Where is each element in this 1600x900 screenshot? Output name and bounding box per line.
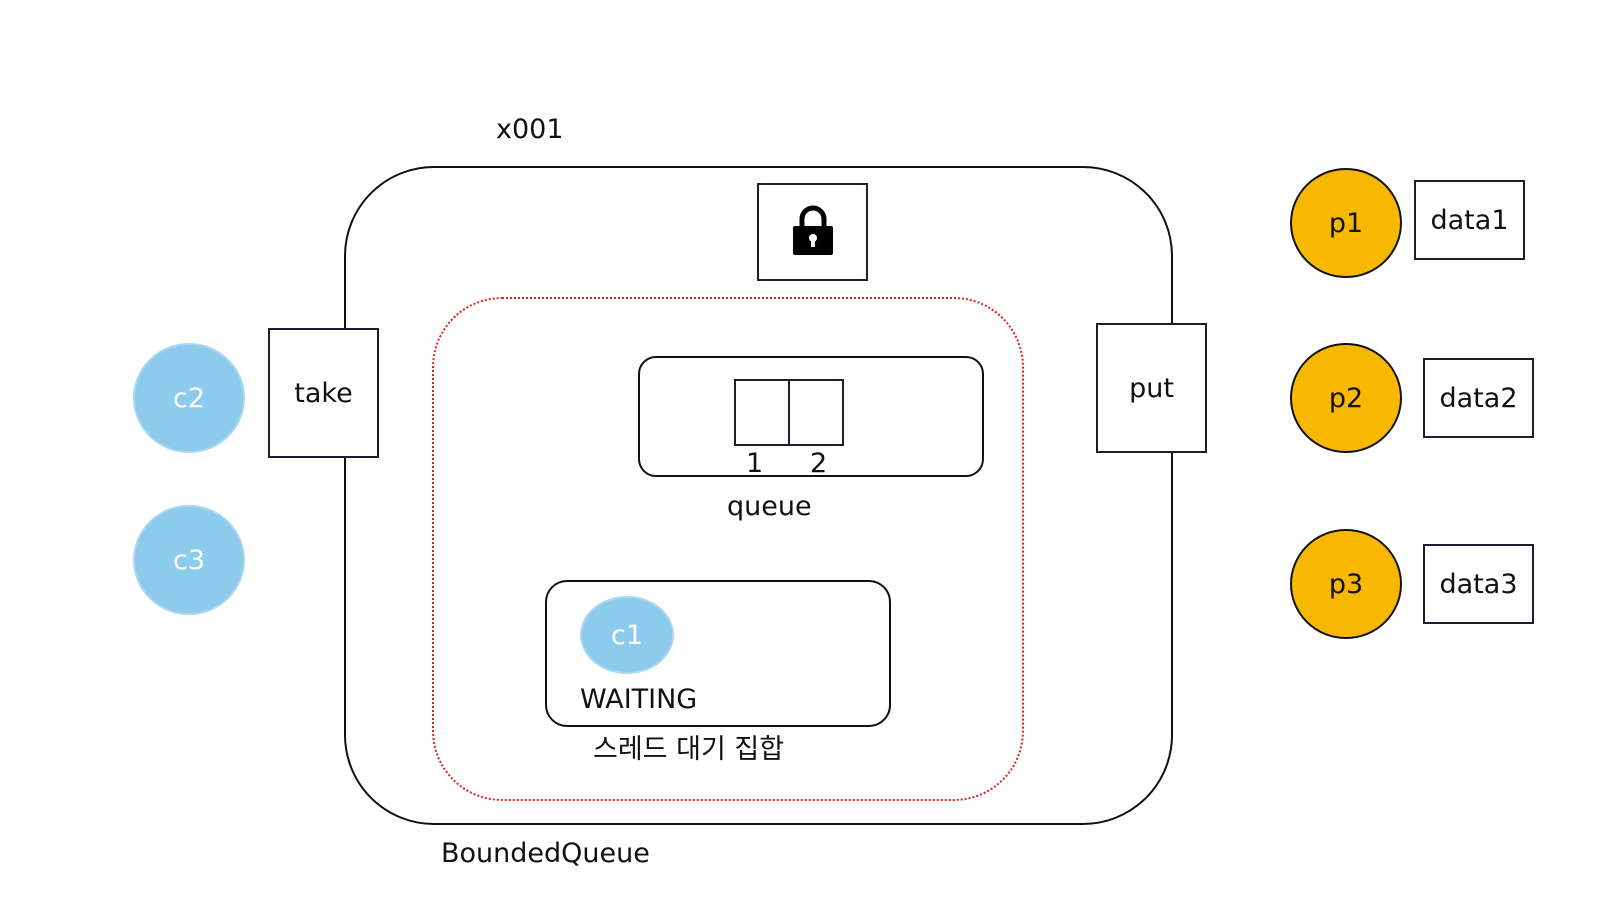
queue-container bbox=[638, 356, 984, 477]
thread-name: c2 bbox=[172, 382, 206, 414]
wait-set-label: 스레드 대기 집합 bbox=[593, 734, 785, 765]
take-method-label: take bbox=[294, 377, 353, 409]
data-box: data2 bbox=[1423, 358, 1534, 438]
data-box: data3 bbox=[1423, 544, 1534, 624]
bounded-queue-object bbox=[344, 166, 1173, 825]
thread-name: c1 bbox=[610, 619, 644, 651]
thread-state-label: WAITING bbox=[580, 684, 698, 715]
producer-thread: p2 bbox=[1290, 343, 1402, 453]
thread-name: p1 bbox=[1328, 207, 1364, 239]
lock-icon bbox=[791, 203, 835, 261]
take-method-box: take bbox=[268, 328, 379, 458]
data-label: data3 bbox=[1439, 568, 1518, 600]
queue-label: queue bbox=[727, 491, 812, 522]
waiting-consumer-c1: c1 bbox=[580, 596, 674, 674]
thread-name: p3 bbox=[1328, 568, 1364, 600]
queue-slot-index: 1 bbox=[746, 448, 764, 479]
object-name-label: BoundedQueue bbox=[441, 838, 650, 869]
producer-thread: p1 bbox=[1290, 168, 1402, 278]
put-method-label: put bbox=[1129, 372, 1174, 404]
data-label: data1 bbox=[1430, 204, 1509, 236]
data-label: data2 bbox=[1439, 382, 1518, 414]
data-box: data1 bbox=[1414, 180, 1525, 260]
put-method-box: put bbox=[1096, 323, 1207, 453]
producer-thread: p3 bbox=[1290, 529, 1402, 639]
consumer-thread: c3 bbox=[133, 505, 245, 615]
queue-slot-index: 2 bbox=[810, 448, 828, 479]
consumer-thread: c2 bbox=[133, 343, 245, 453]
thread-wait-set bbox=[545, 580, 891, 727]
thread-name: p2 bbox=[1328, 382, 1364, 414]
queue-slot bbox=[734, 379, 790, 446]
monitor-address-label: x001 bbox=[496, 114, 564, 145]
critical-section-area bbox=[432, 297, 1024, 801]
queue-slot bbox=[788, 379, 844, 446]
lock-box bbox=[757, 183, 868, 281]
thread-name: c3 bbox=[172, 544, 206, 576]
